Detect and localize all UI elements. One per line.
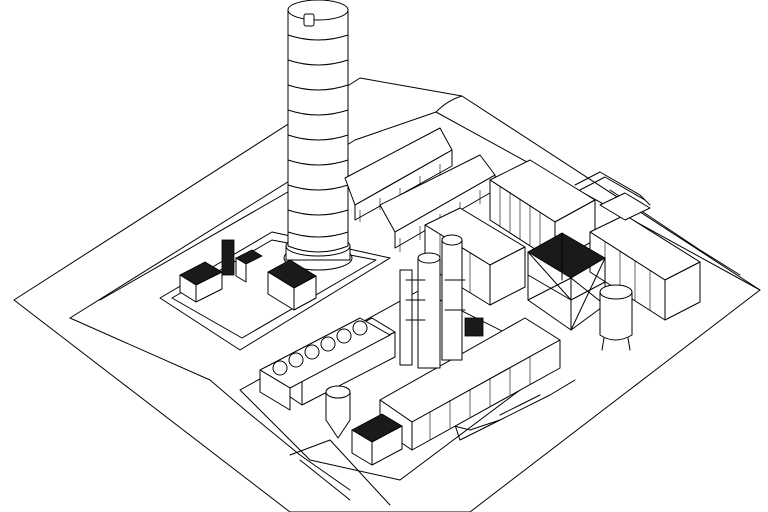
storage-tank (599, 284, 633, 351)
site-outline (13, 77, 761, 512)
stack-chimney (283, 0, 353, 271)
equipment-skid-south (351, 413, 403, 466)
process-foundation-pad (239, 289, 576, 506)
process-towers (399, 234, 484, 369)
pipe-rack (574, 171, 651, 221)
tank-row (259, 317, 391, 411)
equipment-skid-west (179, 239, 263, 303)
steel-frame (527, 232, 606, 331)
enclosure-east (589, 214, 701, 321)
fan-bank-upper (344, 127, 453, 222)
equipment-skid-pad (267, 259, 317, 311)
fan-bank-lower (379, 154, 496, 252)
silo (325, 385, 351, 439)
